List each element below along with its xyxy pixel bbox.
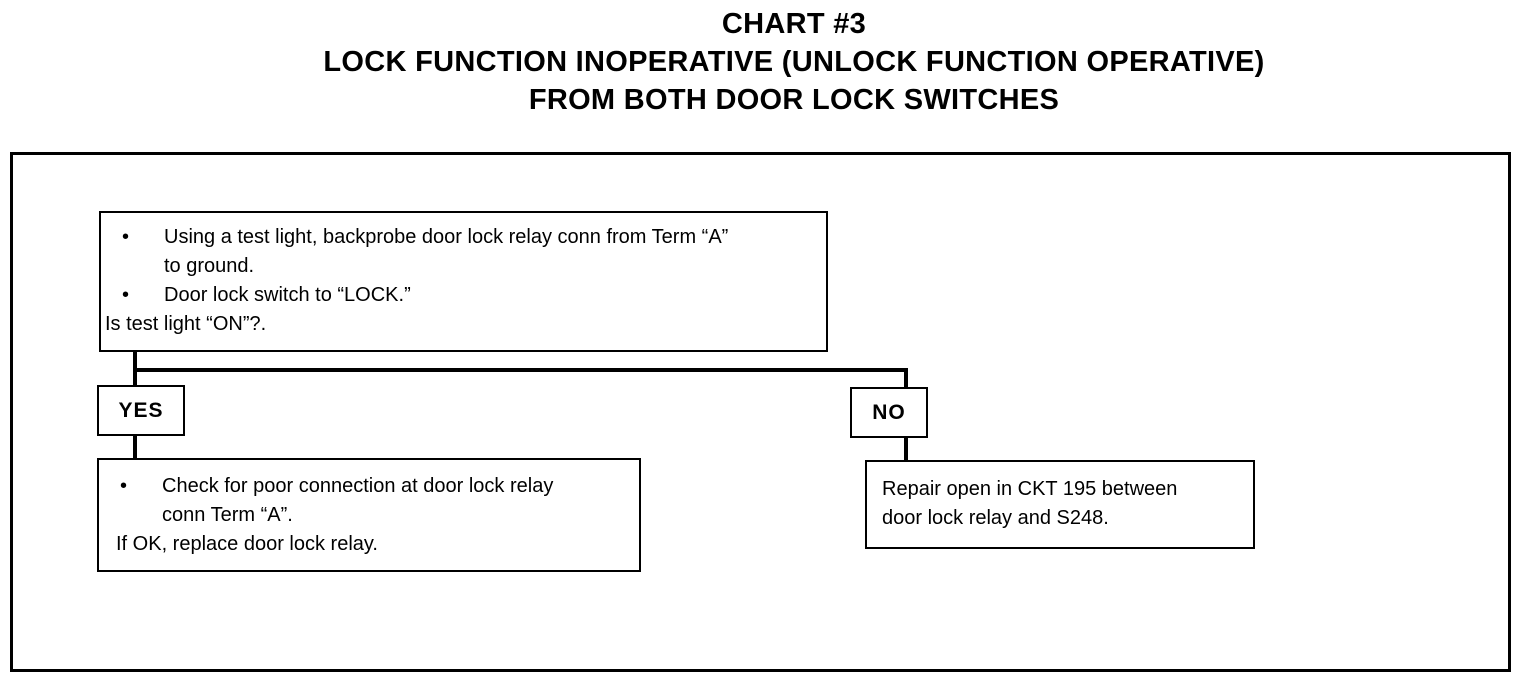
connector-no-to-result	[904, 436, 908, 462]
bullet-icon: •	[120, 475, 128, 497]
yes-label: YES	[118, 399, 164, 422]
connector-yes-to-result	[133, 434, 137, 460]
yes-box: YES	[97, 385, 185, 436]
no-result-box: Repair open in CKT 195 between door lock…	[865, 460, 1255, 549]
chart-title-line1: CHART #3	[721, 8, 867, 40]
question-bullet-item-2: • Door lock switch to “LOCK.”	[101, 281, 826, 310]
no-result-text: Repair open in CKT 195 between door lock…	[882, 478, 1178, 529]
question-box: • Using a test light, backprobe door loc…	[99, 211, 828, 352]
bullet-icon: •	[122, 284, 130, 306]
no-box: NO	[850, 387, 928, 438]
question-bullet-item-1: • Using a test light, backprobe door loc…	[101, 223, 826, 281]
chart-title-line2: LOCK FUNCTION INOPERATIVE (UNLOCK FUNCTI…	[323, 46, 1265, 78]
question-bullet-text-2: Door lock switch to “LOCK.”	[164, 284, 411, 306]
branch-rail	[133, 368, 908, 372]
flowchart-frame	[10, 152, 1511, 672]
yes-result-bullet-item: • Check for poor connection at door lock…	[99, 472, 639, 530]
no-label: NO	[872, 401, 906, 424]
question-text: Is test light “ON”?.	[105, 313, 267, 335]
connector-rail-to-no	[904, 368, 908, 389]
bullet-icon: •	[122, 226, 130, 248]
yes-result-box: • Check for poor connection at door lock…	[97, 458, 641, 572]
question-bullet-text-1: Using a test light, backprobe door lock …	[164, 226, 729, 277]
chart-title-line3: FROM BOTH DOOR LOCK SWITCHES	[528, 84, 1060, 116]
chart-title: CHART #3 LOCK FUNCTION INOPERATIVE (UNLO…	[26, 5, 1536, 119]
yes-result-note: If OK, replace door lock relay.	[116, 533, 378, 555]
yes-result-bullet-text: Check for poor connection at door lock r…	[162, 475, 554, 526]
